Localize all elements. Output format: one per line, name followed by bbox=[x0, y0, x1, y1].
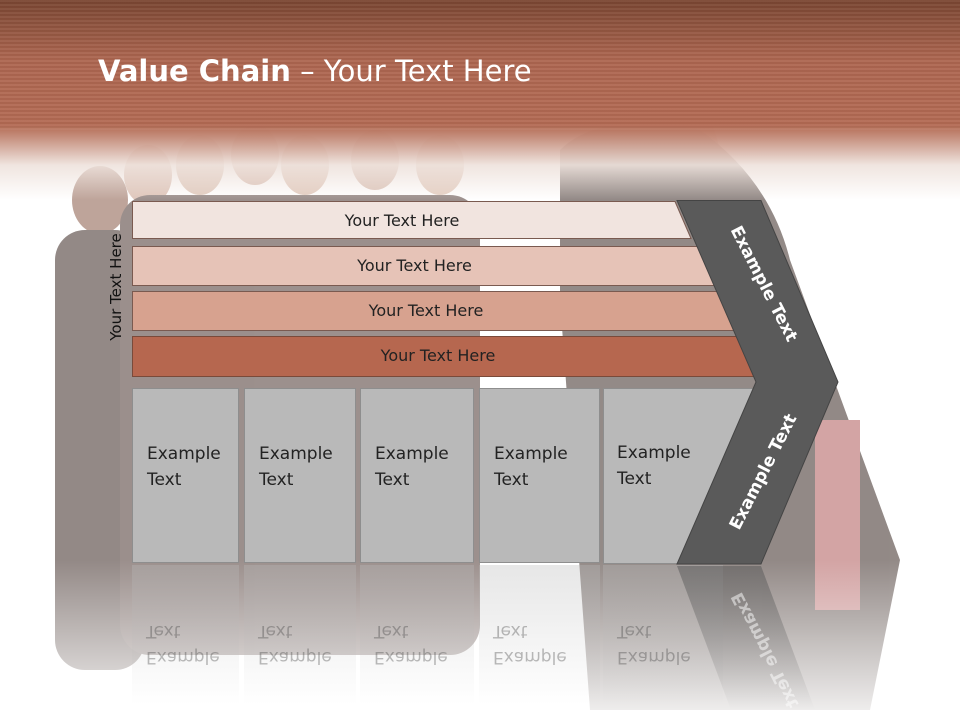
band-4-label: Your Text Here bbox=[380, 345, 496, 365]
band-1[interactable]: Your Text Here bbox=[132, 201, 692, 239]
chevron-arrow bbox=[676, 200, 839, 710]
band-3[interactable]: Your Text Here bbox=[132, 291, 740, 331]
title-bar bbox=[0, 0, 960, 200]
band-2[interactable]: Your Text Here bbox=[132, 246, 717, 286]
band-2-label: Your Text Here bbox=[357, 255, 472, 275]
band-1-label: Your Text Here bbox=[344, 210, 460, 230]
band-3-label: Your Text Here bbox=[368, 300, 484, 320]
title-rest: – Your Text Here bbox=[290, 54, 532, 88]
title-bold: Value Chain bbox=[98, 54, 291, 88]
vertical-label: Your Text Here bbox=[107, 233, 125, 341]
band-4[interactable]: Your Text Here bbox=[132, 336, 764, 377]
slide-title: Value Chain – Your Text Here bbox=[98, 54, 532, 88]
